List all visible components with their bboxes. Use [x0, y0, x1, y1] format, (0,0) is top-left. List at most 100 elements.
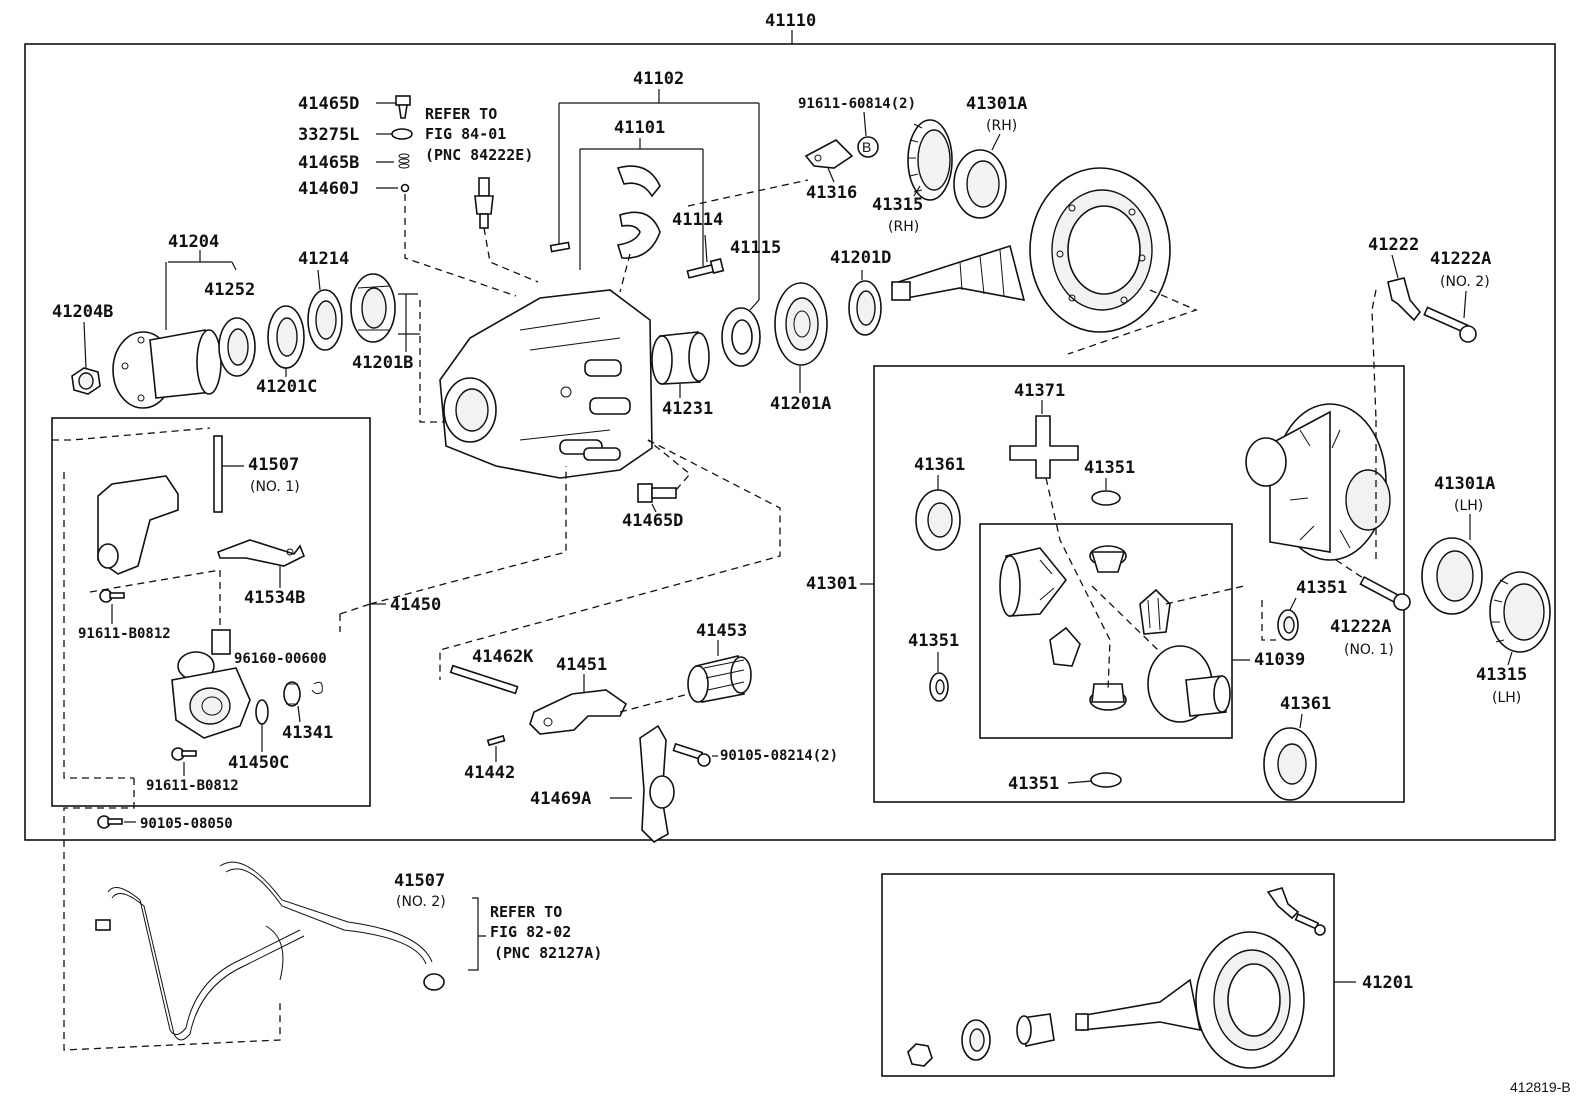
wire-harness-41507-no2-icon — [95, 861, 445, 1041]
snap-ring-icon — [311, 681, 323, 695]
svg-text:FIG 82-02: FIG 82-02 — [490, 923, 571, 941]
figure-id: 412819-B — [1510, 1079, 1571, 1095]
companion-flange-icon — [112, 329, 222, 409]
part-41534B-label: 41534B — [244, 588, 305, 608]
part-41231-label: 41231 — [662, 399, 713, 419]
kit-nut-icon — [907, 1043, 933, 1067]
pinion-gear-right-icon — [1139, 588, 1171, 635]
thrust-washer-41361-bot-icon — [1263, 727, 1317, 801]
svg-text:REFER TO: REFER TO — [490, 903, 562, 921]
gear-41341-icon — [283, 681, 301, 707]
part-41201-label: 41201 — [1362, 973, 1413, 993]
part-41351-b-label: 41351 — [908, 631, 959, 651]
lock-nut-icon — [71, 367, 101, 395]
steel-ball-icon — [400, 183, 410, 193]
part-41465B-label: 41465B — [298, 153, 359, 173]
part-41204-label: 41204 — [168, 232, 219, 252]
kit-lock-plate-icon — [1266, 887, 1300, 920]
actuator-subframe — [51, 417, 371, 807]
part-41204B-label: 41204B — [52, 302, 113, 322]
thrust-washer-41351-d-icon — [1090, 772, 1122, 788]
part-41315-rh-sub: (RH) — [888, 219, 919, 235]
kit-seal-icon — [961, 1019, 991, 1061]
o-ring-41450C-icon — [255, 699, 269, 725]
ring-pinion-kit-frame — [881, 873, 1335, 1077]
part-41201C-label: 41201C — [256, 377, 317, 397]
side-gear-left-icon — [999, 547, 1068, 617]
bearing-41201A-icon — [774, 282, 828, 366]
temperature-sensor-icon — [474, 177, 494, 229]
part-33275L-label: 33275L — [298, 125, 359, 145]
part-91611-B0812-a-label: 91611-B0812 — [78, 626, 171, 642]
part-41115-label: 41115 — [730, 238, 781, 258]
part-41222-label: 41222 — [1368, 235, 1419, 255]
cap-bolt-icon — [686, 257, 725, 279]
assembly-label: 41110 — [765, 11, 816, 31]
pinion-gear-bottom-icon — [1089, 683, 1127, 711]
part-41462K-label: 41462K — [472, 647, 534, 667]
svg-text:B: B — [862, 139, 871, 155]
part-41222A-top-label: 41222A — [1430, 249, 1491, 269]
thrust-washer-41361-top-icon — [915, 489, 961, 551]
part-41201D-label: 41201D — [830, 248, 891, 268]
bearing-lh-icon — [1421, 537, 1483, 615]
spring-icon — [398, 153, 410, 169]
part-41507-no1-label: 41507 — [248, 455, 299, 475]
differential-case-icon — [1245, 403, 1391, 561]
part-41371-label: 41371 — [1014, 381, 1065, 401]
lock-plate-41316-icon — [804, 139, 854, 169]
shift-fork-icon — [529, 689, 628, 735]
adjusting-nut-rh-icon — [907, 119, 953, 201]
part-41341-label: 41341 — [282, 723, 333, 743]
part-41351-d-label: 41351 — [1008, 774, 1059, 794]
oil-seal-41115-icon — [721, 307, 761, 367]
part-91611-60814-label: 91611-60814(2) — [798, 96, 916, 112]
bolt-41222A-no1-icon — [1359, 575, 1411, 611]
shaft-41462K-icon — [449, 664, 519, 695]
part-41453-label: 41453 — [696, 621, 747, 641]
shift-arm-41469A-icon — [639, 724, 675, 843]
bolt-90105-08050-icon — [97, 815, 123, 829]
pinion-gear-left-icon — [1049, 626, 1081, 667]
bearing-41201B-icon — [350, 273, 396, 343]
kit-ring-gear-icon — [1195, 931, 1305, 1069]
bolt-91611-a-icon — [99, 589, 125, 603]
part-41301A-lh-label: 41301A — [1434, 474, 1495, 494]
part-41442-label: 41442 — [464, 763, 515, 783]
spacer-41214-icon — [307, 289, 343, 351]
part-41222A-bot-label: 41222A — [1330, 617, 1391, 637]
part-41451-label: 41451 — [556, 655, 607, 675]
refer-note-82: REFER TO FIG 82-02 (PNC 82127A) — [490, 903, 602, 962]
part-41201A-label: 41201A — [770, 394, 831, 414]
part-41469A-label: 41469A — [530, 789, 591, 809]
drive-pinion-icon — [891, 244, 1026, 302]
gasket-icon — [391, 128, 413, 140]
oil-slinger-icon — [218, 317, 256, 377]
part-41316-label: 41316 — [806, 183, 857, 203]
drain-plug-41465D-icon — [637, 483, 677, 503]
key-icon — [549, 241, 571, 253]
part-96160-00600-label: 96160-00600 — [234, 651, 327, 667]
oil-seal-41201C-icon — [267, 305, 305, 369]
pinion-gear-top-icon — [1089, 545, 1127, 573]
part-41102-label: 41102 — [633, 69, 684, 89]
kit-spacer-icon — [1016, 1013, 1055, 1047]
bracket-41534B-icon — [216, 539, 306, 567]
pinion-shaft-icon — [1009, 415, 1079, 479]
part-91611-B0812-b-label: 91611-B0812 — [146, 778, 239, 794]
part-41315-rh-label: 41315 — [872, 195, 923, 215]
bolt-41222A-no2-icon — [1423, 306, 1477, 343]
part-90105-08214-label: 90105-08214(2) — [720, 748, 838, 764]
assembly-frame — [24, 43, 1556, 841]
shift-actuator-icon — [171, 629, 251, 739]
part-41301A-lh-sub: (LH) — [1454, 498, 1483, 514]
part-41222A-top-sub: (NO. 2) — [1440, 274, 1490, 290]
part-41507-no1-sub: (NO. 1) — [250, 479, 300, 495]
part-41465D-top-label: 41465D — [298, 94, 359, 114]
svg-text:(PNC 84222E): (PNC 84222E) — [425, 146, 533, 164]
svg-text:FIG 84-01: FIG 84-01 — [425, 125, 506, 143]
part-41351-a-label: 41351 — [1084, 458, 1135, 478]
actuator-cover-icon — [97, 475, 179, 575]
part-41351-c-label: 41351 — [1296, 578, 1347, 598]
ring-gear-icon — [1029, 167, 1171, 333]
